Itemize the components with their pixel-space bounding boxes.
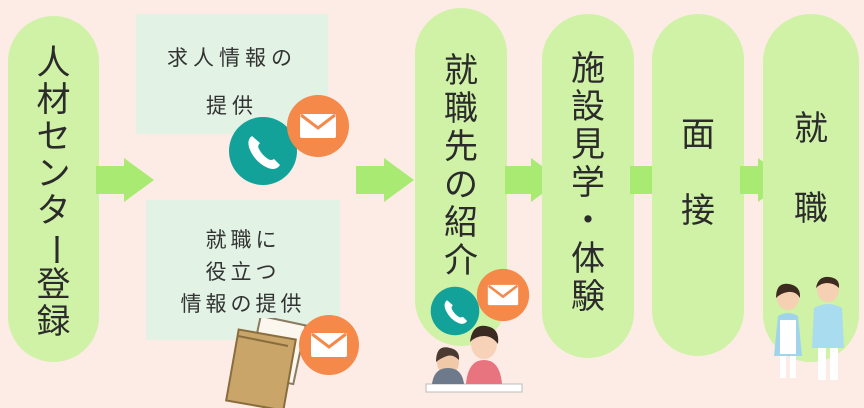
char: 職: [444, 89, 478, 129]
char: 面: [681, 115, 715, 155]
char: セ: [36, 117, 71, 157]
useful-line1: 就職に: [205, 228, 281, 252]
char: 見: [571, 125, 605, 165]
useful-info-box: 就職に 役立つ 情報の提供: [146, 200, 340, 340]
step-interview: 面 接: [652, 14, 744, 356]
char: 先: [444, 127, 478, 167]
char: 験: [571, 277, 605, 317]
char: 職: [794, 189, 828, 229]
useful-line3: 情報の提供: [180, 292, 306, 316]
char: 接: [681, 191, 715, 231]
char: 学: [571, 163, 605, 203]
char: ン: [36, 154, 71, 194]
job-info-line2: 提供: [206, 94, 258, 118]
char: ・: [571, 201, 605, 241]
step-visit: 施 設 見 学 ・ 体 験: [542, 14, 634, 358]
phone-icon: [229, 117, 297, 185]
useful-line2: 役立つ: [205, 260, 281, 284]
char: 人: [36, 43, 71, 83]
char: 紹: [444, 203, 478, 243]
char: 体: [571, 239, 605, 279]
step-registration-label: 人 材 セ ン タ ー 登 録: [8, 46, 99, 342]
mail-icon: [299, 315, 359, 375]
char: 就: [444, 51, 478, 91]
char: 材: [36, 80, 71, 120]
char: ー: [35, 232, 75, 267]
mail-icon: [287, 95, 349, 157]
char: 登: [36, 265, 71, 305]
char: タ: [36, 191, 71, 231]
step-employment-label: 就 職: [763, 112, 859, 232]
step-interview-label: 面 接: [652, 118, 744, 234]
phone-icon: [430, 286, 480, 336]
counseling-illustration: [425, 325, 523, 393]
char: 就: [794, 109, 828, 149]
step-registration: 人 材 セ ン タ ー 登 録: [8, 16, 99, 362]
step-introduction-label: 就 職 先 の 紹 介: [415, 54, 507, 282]
step-visit-label: 施 設 見 学 ・ 体 験: [542, 52, 634, 318]
char: の: [444, 165, 478, 205]
char: 設: [571, 87, 605, 127]
job-info-line1: 求人情報の: [167, 46, 297, 70]
char: 介: [444, 241, 478, 281]
mail-icon: [476, 268, 530, 322]
char: 録: [36, 302, 71, 342]
envelope-icon: [225, 318, 307, 408]
staff-illustration: [774, 276, 844, 380]
char: 施: [571, 49, 605, 89]
